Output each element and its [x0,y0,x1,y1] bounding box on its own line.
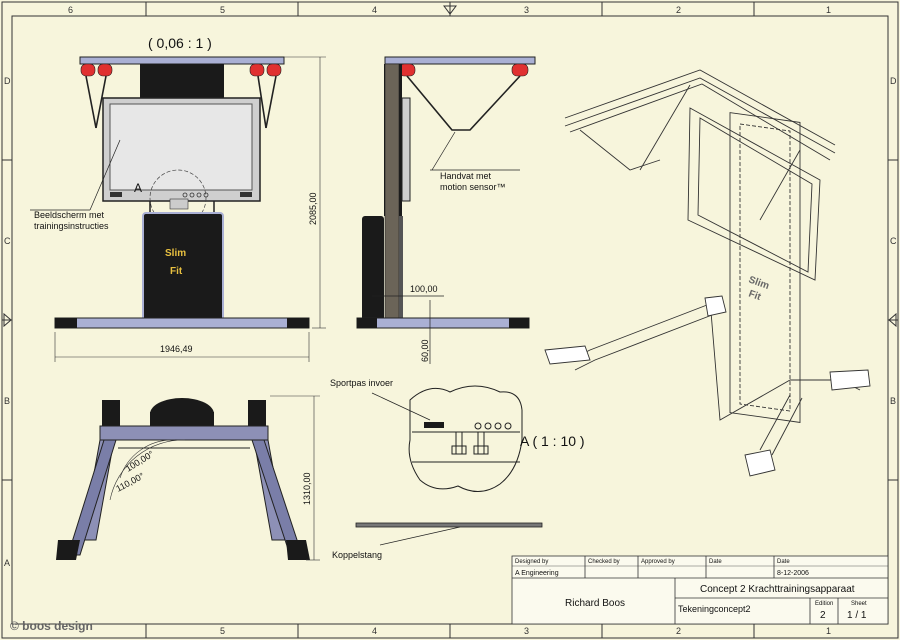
detail-marker-a: A [134,181,142,195]
tb-date-col-label: Date [777,559,790,565]
screen-label-line-2: trainingsinstructies [34,221,109,231]
dim-angle-2: 110,00° [114,470,146,493]
iso-brand-line-2: Fit [747,288,763,303]
zone-label-top-3: 3 [524,5,529,15]
tb-drawing-name: Tekeningconcept2 [678,604,751,614]
dim-rod-width: 100,00 [410,284,438,294]
tb-designed-by-label: Designed by [515,559,548,565]
zone-label-top-5: 5 [220,5,225,15]
zone-label-right-d: D [890,76,897,86]
zone-label-left-b: B [4,396,10,406]
tb-date: 8-12-2006 [777,570,809,577]
coupling-rod [355,522,543,546]
top-view [56,398,310,560]
tb-sheet-label: Sheet [851,601,867,607]
zone-label-top-6: 6 [68,5,73,15]
zone-label-right-c: C [890,236,897,246]
tb-sheet: 1 / 1 [847,610,867,621]
zone-label-bottom-3: 3 [524,626,529,636]
dim-angle-1: 100,00° [124,449,156,474]
tb-edition-label: Edition [815,601,833,607]
tb-approved-by-label: Approved by [641,559,675,565]
dim-base: 60,00 [420,339,430,362]
zone-label-top-1: 1 [826,5,831,15]
zone-label-bottom-2: 2 [676,626,681,636]
front-view [54,56,310,329]
zone-label-bottom-5: 5 [220,626,225,636]
center-marker-top [443,5,457,15]
scale-main: ( 0,06 : 1 ) [148,35,212,51]
dim-width: 1946,49 [160,344,193,354]
rod-label: Koppelstang [332,550,382,560]
card-slot-label: Sportpas invoer [330,378,393,388]
scale-detail: A ( 1 : 10 ) [520,433,585,449]
zone-label-left-d: D [4,76,11,86]
isometric-view [544,69,871,477]
zone-label-right-b: B [890,396,896,406]
center-marker-right [888,312,897,328]
tb-title: Concept 2 Krachttrainingsapparaat [700,584,855,595]
zone-label-top-2: 2 [676,5,681,15]
screen-label-line-1: Beeldscherm met [34,210,105,220]
zone-label-top-4: 4 [372,5,377,15]
tb-designed-by: A Engineering [515,570,559,577]
side-view [356,56,536,329]
tb-author: Richard Boos [565,598,625,609]
side-leaders [372,131,520,364]
zone-label-bottom-1: 1 [826,626,831,636]
zone-label-left-c: C [4,236,11,246]
depth-dims [270,395,320,561]
tb-edition: 2 [820,610,826,621]
watermark: © boos design [10,619,93,633]
dim-depth: 1310,00 [302,472,312,505]
zone-label-left-a: A [4,558,10,568]
front-dims [54,56,326,362]
detail-a [371,385,523,492]
center-marker-left [3,312,12,328]
front-leaders [30,139,121,211]
dim-height: 2085,00 [308,192,318,225]
brand-text-line-2: Fit [170,266,183,277]
tb-checked-by-label: Checked by [588,559,620,565]
handle-label-line-2: motion sensor™ [440,182,506,192]
handle-label-line-1: Handvat met [440,171,492,181]
tb-date-label: Date [709,559,722,565]
title-block [511,555,889,625]
zone-label-bottom-4: 4 [372,626,377,636]
brand-text-line-1: Slim [165,248,186,259]
